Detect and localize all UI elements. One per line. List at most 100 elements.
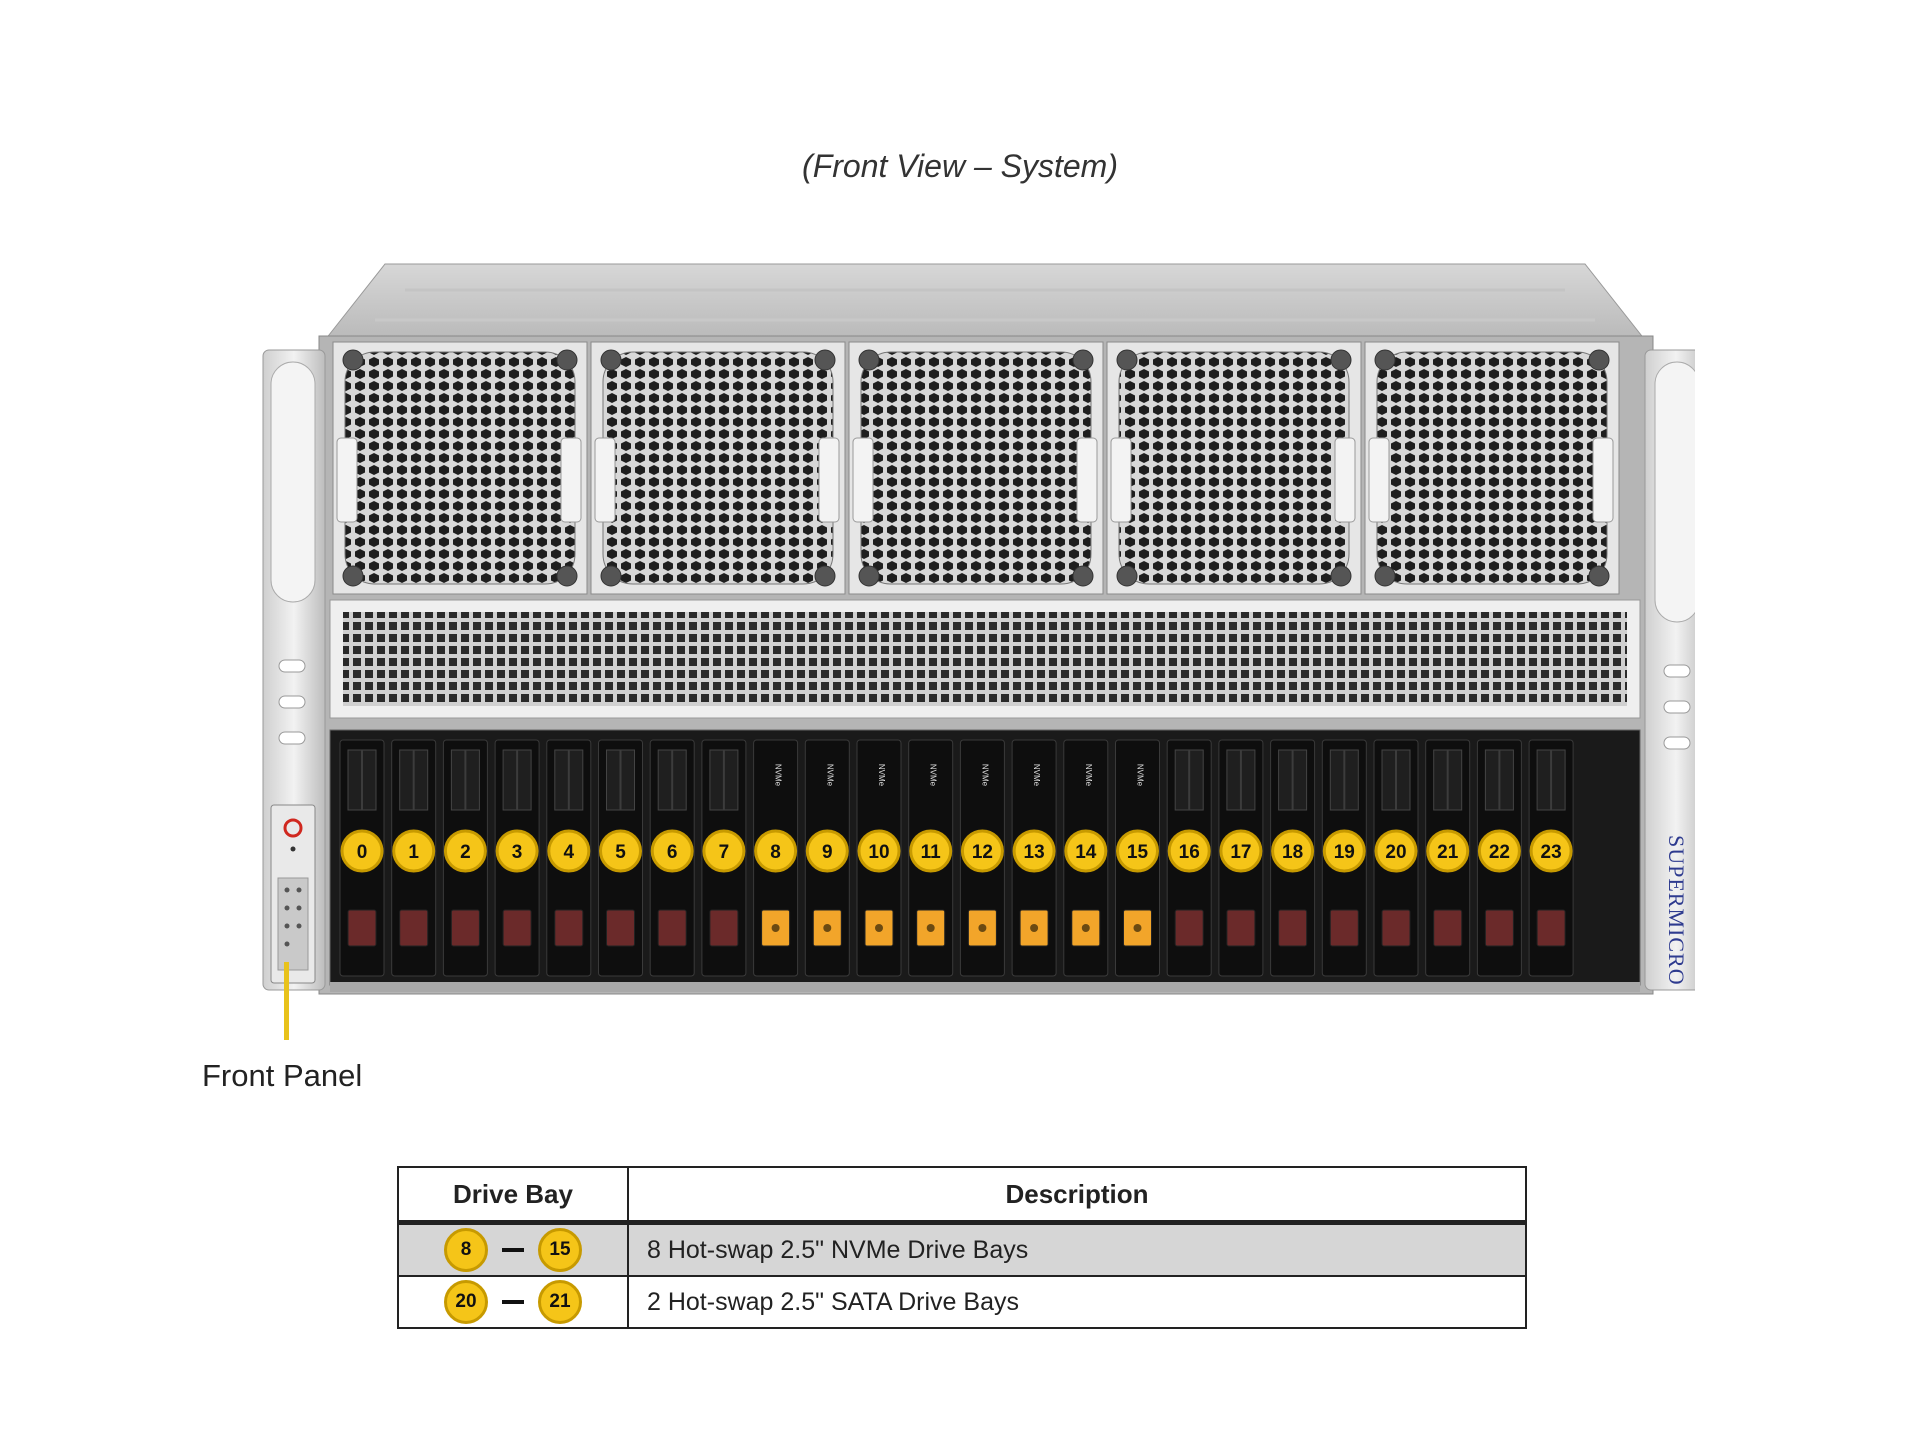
fan-handle[interactable]: [818, 437, 840, 523]
bay-number-badge: [960, 829, 1004, 873]
bay-number-badge: [1322, 829, 1366, 873]
drive-bay-18[interactable]: 18: [1270, 739, 1316, 977]
bay-number-badge: [650, 829, 694, 873]
fan-module: [332, 341, 588, 595]
drive-bay-21[interactable]: 21: [1425, 739, 1471, 977]
fan-handle[interactable]: [1076, 437, 1098, 523]
bay-number: 2: [460, 842, 471, 863]
fan-handle[interactable]: [852, 437, 874, 523]
bay-number: 13: [1024, 842, 1045, 863]
drive-latch[interactable]: [709, 909, 739, 947]
nvme-tag: NVMe: [825, 764, 834, 787]
nvme-tag: NVMe: [1032, 764, 1041, 787]
drive-bay-19[interactable]: 19: [1321, 739, 1367, 977]
fan-module: [848, 341, 1104, 595]
bay-number-badge: [1374, 829, 1418, 873]
drive-bay-1[interactable]: 1: [391, 739, 437, 977]
drive-bay-3[interactable]: 3: [494, 739, 540, 977]
nvme-tag: NVMe: [929, 764, 938, 787]
bay-number-badge: [1477, 829, 1521, 873]
bay-number-badge: [547, 829, 591, 873]
nvme-tag: NVMe: [980, 764, 989, 787]
bay-number: 20: [1385, 842, 1406, 863]
bay-number-badge: [754, 829, 798, 873]
drive-latch[interactable]: [347, 909, 377, 947]
fan-handle[interactable]: [594, 437, 616, 523]
drive-latch[interactable]: [399, 909, 429, 947]
bay-number-badge: [340, 829, 384, 873]
bay-badge: 20: [444, 1280, 488, 1324]
drive-bay-23[interactable]: 23: [1528, 739, 1574, 977]
fan-handle[interactable]: [560, 437, 582, 523]
drive-bay-0[interactable]: 0: [339, 739, 385, 977]
front-control-panel: [270, 804, 316, 984]
drive-bay-20[interactable]: 20: [1373, 739, 1419, 977]
drive-bay-14[interactable]: NVMe 14: [1063, 739, 1109, 977]
drive-latch[interactable]: [502, 909, 532, 947]
bay-number: 9: [822, 842, 833, 863]
drive-bay-13[interactable]: NVMe 13: [1011, 739, 1057, 977]
drive-latch[interactable]: [450, 909, 480, 947]
bay-number: 14: [1075, 842, 1097, 863]
drive-bay-7[interactable]: 7: [701, 739, 747, 977]
range-dash: [502, 1300, 524, 1304]
nvme-tag: NVMe: [877, 764, 886, 787]
bay-number: 4: [564, 842, 575, 863]
bay-number: 11: [921, 842, 942, 863]
bay-badge: 8: [444, 1228, 488, 1272]
drive-bay-22[interactable]: 22: [1476, 739, 1522, 977]
drive-bay-6[interactable]: 6: [649, 739, 695, 977]
drive-latch[interactable]: [1381, 909, 1411, 947]
fan-handle[interactable]: [1110, 437, 1132, 523]
bay-number-badge: [392, 829, 436, 873]
power-button-icon[interactable]: [283, 818, 303, 838]
drive-bay-10[interactable]: NVMe 10: [856, 739, 902, 977]
bay-number-badge: [1167, 829, 1211, 873]
drive-latch[interactable]: [1226, 909, 1256, 947]
drive-bay-9[interactable]: NVMe 9: [804, 739, 850, 977]
drive-latch[interactable]: [1329, 909, 1359, 947]
description-cell: 8 Hot-swap 2.5" NVMe Drive Bays: [627, 1221, 1527, 1277]
drive-bay-17[interactable]: 17: [1218, 739, 1264, 977]
drive-latch[interactable]: [1174, 909, 1204, 947]
fan-handle[interactable]: [1368, 437, 1390, 523]
bay-number: 18: [1282, 842, 1303, 863]
bay-number-badge: [443, 829, 487, 873]
chassis-top: [323, 263, 1647, 341]
fan-module: [590, 341, 846, 595]
drive-bay-4[interactable]: 4: [546, 739, 592, 977]
drive-latch[interactable]: [554, 909, 584, 947]
fan-handle[interactable]: [1334, 437, 1356, 523]
drive-latch[interactable]: [1536, 909, 1566, 947]
front-panel-label: Front Panel: [202, 1058, 363, 1093]
drive-latch[interactable]: [1278, 909, 1308, 947]
drive-latch[interactable]: [606, 909, 635, 947]
bay-number: 21: [1437, 842, 1459, 863]
fan-handle[interactable]: [1592, 437, 1614, 523]
bay-number-badge: [1064, 829, 1108, 873]
range-dash: [502, 1248, 524, 1252]
right-rack-ear: SUPERMICRO: [1644, 349, 1695, 991]
drive-bay-11[interactable]: NVMe 11: [908, 739, 954, 977]
bay-number: 8: [770, 842, 781, 863]
drive-latch[interactable]: [1484, 909, 1514, 947]
drive-bay-2[interactable]: 2: [442, 739, 488, 977]
drive-latch[interactable]: [657, 909, 687, 947]
nvme-tag: NVMe: [1084, 764, 1093, 787]
bay-number: 10: [868, 842, 889, 863]
bay-number-badge: [805, 829, 849, 873]
fan-handle[interactable]: [336, 437, 358, 523]
bay-number-badge: [702, 829, 746, 873]
drive-bay-5[interactable]: 5: [598, 739, 643, 977]
bay-number-badge: [909, 829, 953, 873]
drive-bay-16[interactable]: 16: [1166, 739, 1212, 977]
bay-number: 17: [1230, 842, 1251, 863]
drive-latch[interactable]: [1433, 909, 1463, 947]
